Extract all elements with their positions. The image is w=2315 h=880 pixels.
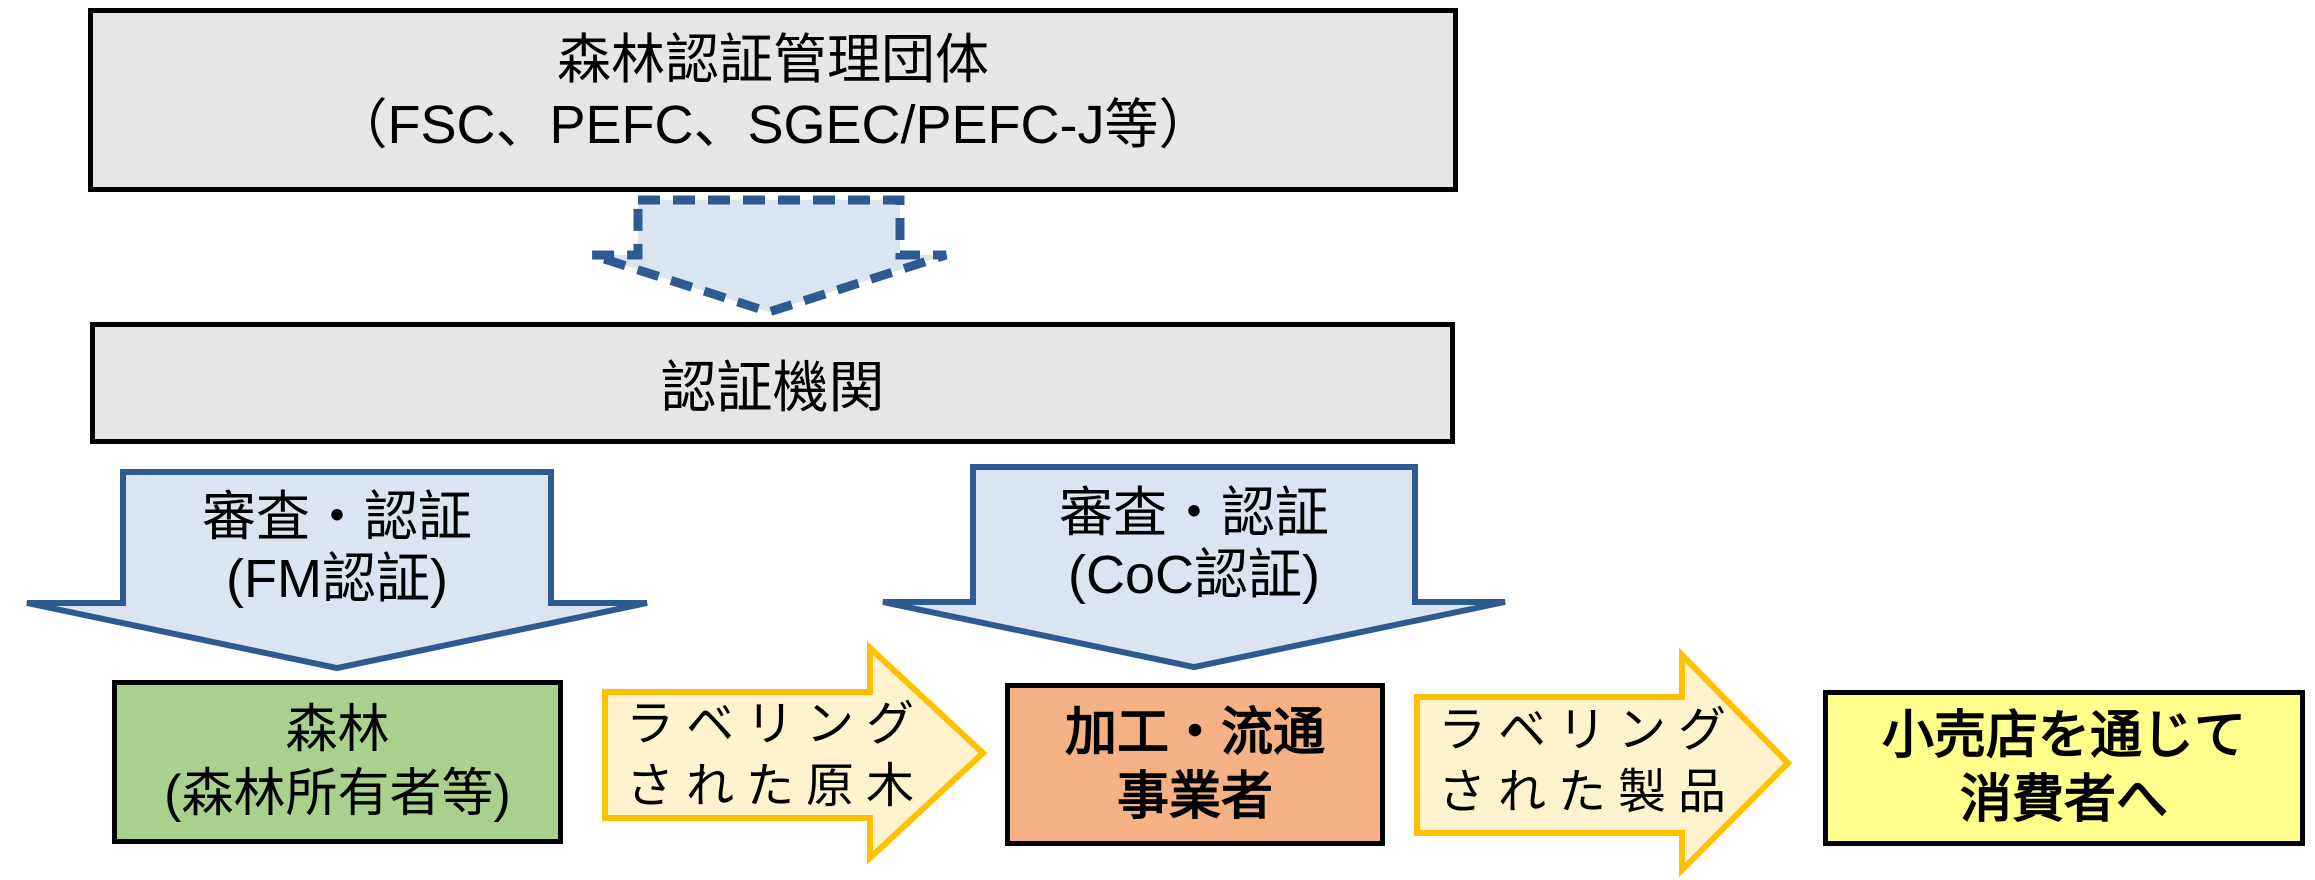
forest-box: 森林 (森林所有者等): [112, 680, 563, 844]
processor-distributor-box: 加工・流通 事業者: [1005, 683, 1385, 846]
management-body-name: 森林認証管理団体: [557, 30, 989, 90]
certifier-box: 認証機関: [90, 322, 1455, 444]
labeled-logs-line1: ラベリング: [625, 698, 926, 751]
labeled-logs-line2: された原木: [625, 760, 926, 813]
labeled-logs-right-arrow: [602, 641, 988, 865]
labeled-products-right-arrow: [1414, 647, 1793, 878]
retail-line2: 消費者へ: [1959, 771, 2168, 829]
fm-arrow-line2: (FM認証): [226, 549, 448, 609]
management-body-examples: （FSC、PEFC、SGEC/PEFC-J等）: [333, 95, 1213, 155]
forest-line1: 森林: [285, 701, 390, 759]
fm-arrow-line1: 審査・認証: [202, 487, 472, 547]
management-body-box: 森林認証管理団体 （FSC、PEFC、SGEC/PEFC-J等）: [88, 8, 1458, 192]
processor-line2: 事業者: [1116, 767, 1273, 826]
retail-line1: 小売店を通じて: [1881, 707, 2246, 765]
fm-arrow-label: 審査・認証 (FM認証): [107, 486, 567, 610]
coc-arrow-label: 審査・認証 (CoC認証): [964, 482, 1424, 606]
labeled-products-line2: された製品: [1437, 766, 1738, 819]
labeled-products-arrow-label: ラベリング された製品: [1410, 700, 1766, 824]
labeled-products-line1: ラベリング: [1437, 704, 1738, 757]
certifier-label: 認証機関: [660, 355, 885, 419]
forest-line2: (森林所有者等): [164, 765, 511, 823]
coc-certification-down-arrow: [882, 464, 1506, 671]
fm-certification-down-arrow: [26, 469, 648, 672]
coc-arrow-line2: (CoC認証): [1068, 545, 1320, 605]
management-to-certifier-dashed-arrow: [590, 195, 948, 317]
retail-consumer-box: 小売店を通じて 消費者へ: [1823, 690, 2305, 846]
labeled-logs-arrow-label: ラベリング された原木: [598, 694, 954, 818]
processor-line1: 加工・流通: [1064, 703, 1325, 762]
coc-arrow-line1: 審査・認証: [1059, 483, 1329, 543]
